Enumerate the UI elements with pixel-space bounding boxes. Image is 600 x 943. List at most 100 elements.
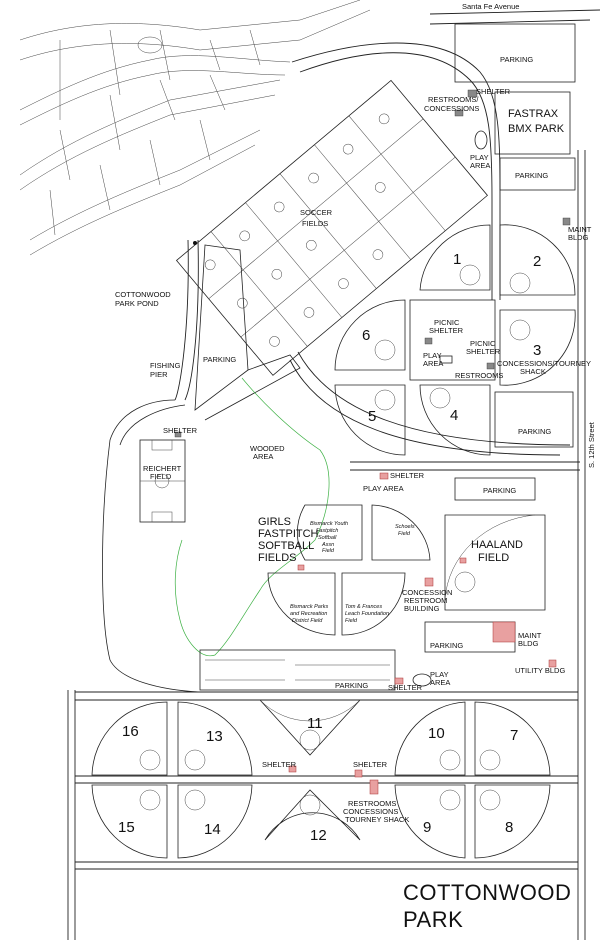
- field-9-outline: [394, 784, 466, 859]
- restrooms-mid-label: RESTROOMS: [455, 371, 503, 380]
- field-2-label: 2: [533, 253, 541, 270]
- field-15-outline: [91, 784, 168, 859]
- play-area-softball-label: PLAY AREA: [363, 484, 404, 493]
- schoels-label-2: Field: [398, 531, 411, 537]
- field-10-outline: [394, 701, 466, 776]
- bparks-label-3: District Field: [292, 618, 323, 624]
- ballfields-south: 16 13 15 14 11 12 10 7 9 8 SHELTER SHELT…: [91, 699, 551, 859]
- picnic-2-label-1: PICNIC: [470, 339, 496, 348]
- wooded-boundary: [174, 377, 330, 657]
- field-4-outline: [419, 384, 491, 456]
- leach-label-1: Tom & Frances: [345, 604, 382, 610]
- map-title-line1: COTTONWOOD: [403, 880, 571, 905]
- restrooms-bottom-label-2: CONCESSIONS: [343, 807, 398, 816]
- reichert-area: SHELTER REICHERT FIELD WOODED AREA: [139, 377, 330, 657]
- concessions-tourney-label-1: CONCESSIONS/TOURNEY: [497, 359, 591, 368]
- byfsa-label-1: Bismarck Youth: [310, 521, 348, 527]
- concessions-label-top: CONCESSIONS: [424, 104, 479, 113]
- leach-label-3: Field: [345, 618, 358, 624]
- parking-label-mid: PARKING: [430, 641, 463, 650]
- reichert-label-1: REICHERT: [143, 464, 182, 473]
- wooded-label-1: WOODED: [250, 444, 285, 453]
- soccer-label-2: FIELDS: [302, 219, 328, 228]
- field-6-outline: [334, 299, 406, 371]
- maint-label-mid-2: BLDG: [518, 639, 539, 648]
- girls-label-3: SOFTBALL: [258, 540, 314, 552]
- parking-label-west: PARKING: [203, 355, 236, 364]
- field-12-outline: [264, 789, 361, 841]
- shelter-top-building: [467, 89, 478, 98]
- girls-label-4: FIELDS: [258, 552, 297, 564]
- concession-label-1: CONCESSION: [402, 588, 452, 597]
- field-8-outline: [474, 784, 551, 859]
- street-label-12th: S. 12th Street: [587, 421, 596, 468]
- leach-label-2: Leach Foundation: [345, 611, 389, 617]
- picnic-1-label-2: SHELTER: [429, 326, 464, 335]
- haaland-label-2: FIELD: [478, 552, 509, 564]
- field-14-outline: [177, 784, 253, 859]
- field-4-label: 4: [450, 407, 458, 424]
- parking-lot-west: [194, 244, 249, 411]
- shelter-center-bottom-label: SHELTER: [353, 760, 388, 769]
- bmx-park: [494, 91, 571, 155]
- wooded-label-2: AREA: [253, 452, 273, 461]
- parking-lot-softball: [454, 477, 536, 501]
- field-8-label: 8: [505, 819, 513, 836]
- field-5-outline: [334, 384, 406, 456]
- field-12-label: 12: [310, 827, 327, 844]
- utility-bldg-label: UTILITY BLDG: [515, 666, 565, 675]
- lower-parking: PARKING SHELTER PLAY AREA: [199, 649, 450, 692]
- restrooms-top-building: [454, 109, 464, 117]
- parking-label-top: PARKING: [500, 55, 533, 64]
- bmx-park-label: BMX PARK: [508, 123, 565, 135]
- bparks-label-1: Bismarck Parks: [290, 604, 328, 610]
- picnic-2-label-2: SHELTER: [466, 347, 501, 356]
- fishing-label-2: PIER: [150, 370, 168, 379]
- soccer-label-1: SOCCER: [300, 208, 333, 217]
- parking-label-right: PARKING: [518, 427, 551, 436]
- field-3-outline: [499, 309, 576, 386]
- play-area-bottom-label-1: PLAY: [430, 670, 449, 679]
- pier-marker: [193, 241, 197, 245]
- bmx-area: PARKING SHELTER RESTROOMS/ CONCESSIONS F…: [424, 23, 592, 242]
- pond-label-1: COTTONWOOD: [115, 290, 171, 299]
- shelter-left-bottom-label: SHELTER: [262, 760, 297, 769]
- bparks-label-2: and Recreation: [290, 611, 327, 617]
- play-area-bottom-label-2: AREA: [430, 678, 450, 687]
- fastrax-label: FASTRAX: [508, 108, 559, 120]
- maint-label-mid-1: MAINT: [518, 631, 542, 640]
- ballfields-north: 1 2 3 4 5 6 PICNIC SHELTER PICNIC SHELTE…: [334, 224, 591, 456]
- maint-bldg-top: [562, 217, 571, 226]
- field-1-label: 1: [453, 251, 461, 268]
- maint-label-top-1: MAINT: [568, 225, 592, 234]
- field-5-label: 5: [368, 408, 376, 425]
- roads: [67, 9, 600, 940]
- shelter-reichert-label: SHELTER: [163, 426, 198, 435]
- field-7-label: 7: [510, 727, 518, 744]
- pond-label-2: PARK POND: [115, 299, 159, 308]
- parking-label-softball: PARKING: [483, 486, 516, 495]
- concessions-tourney-label-2: SHACK: [520, 367, 546, 376]
- schoels-label-1: Schoels: [395, 524, 415, 530]
- byfsa-label-5: Field: [322, 548, 335, 554]
- maint-bldg-mid: [492, 621, 516, 643]
- haaland-label-1: HAALAND: [471, 539, 523, 551]
- field-14-label: 14: [204, 821, 221, 838]
- restrooms-bottom-label-3: TOURNEY SHACK: [345, 815, 409, 824]
- field-15-label: 15: [118, 819, 135, 836]
- picnic-area: [409, 299, 496, 381]
- shelter-label-top: SHELTER: [476, 87, 511, 96]
- map-title-line2: PARK: [403, 907, 463, 932]
- byfsa-label-3: Softball: [318, 535, 337, 541]
- field-11-label: 11: [307, 715, 323, 732]
- field-3-label: 3: [533, 342, 541, 359]
- byfsa-label-2: Fastpitch: [316, 528, 338, 534]
- play-area-mid-label-2: AREA: [423, 359, 443, 368]
- concession-label-2: RESTROOM: [404, 596, 447, 605]
- maint-label-top-2: BLDG: [568, 233, 589, 242]
- parking-lot-bottom: [199, 649, 396, 691]
- parking-lot-bmx: [499, 157, 576, 191]
- restrooms-bottom-label-1: RESTROOMS: [348, 799, 396, 808]
- shelter-bottom-label: SHELTER: [388, 683, 423, 692]
